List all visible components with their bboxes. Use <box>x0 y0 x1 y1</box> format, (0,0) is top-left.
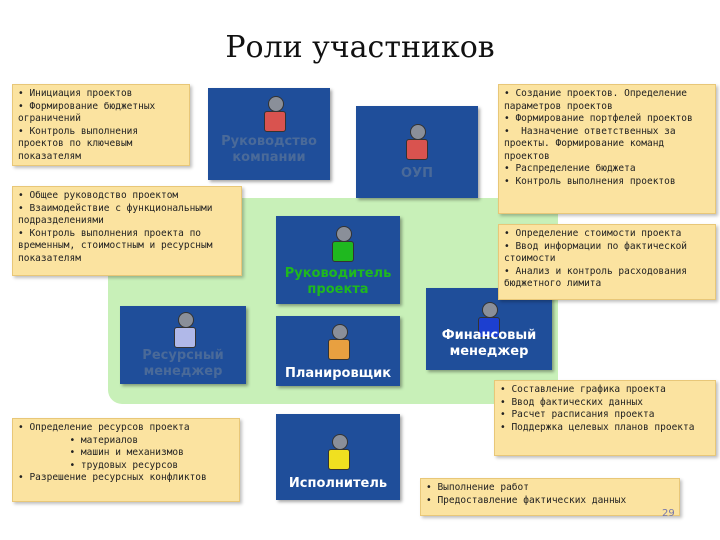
callout-project-manager: • Общее руководство проектом • Взаимодей… <box>12 186 242 276</box>
role-project-manager: Руководитель проекта <box>276 216 400 304</box>
callout-financial-manager: • Определение стоимости проекта • Ввод и… <box>498 224 716 300</box>
role-label: Планировщик <box>284 366 392 381</box>
role-color-swatch <box>264 111 286 132</box>
callout-resource-manager: • Определение ресурсов проекта • материа… <box>12 418 240 502</box>
slide-title: Роли участников <box>225 30 495 65</box>
role-label: Исполнитель <box>288 476 388 491</box>
role-label: Руководство компании <box>221 134 317 165</box>
role-label: ОУП <box>401 166 433 181</box>
role-label: Руководитель проекта <box>284 266 392 297</box>
role-pmo: ОУП <box>356 106 478 198</box>
callout-pmo: • Создание проектов. Определение парамет… <box>498 84 716 214</box>
role-company-management: Руководство компании <box>208 88 330 180</box>
callout-company-management: • Инициация проектов • Формирование бюдж… <box>12 84 190 166</box>
page-number: 29 <box>662 508 675 519</box>
role-planner: Планировщик <box>276 316 400 386</box>
role-resource-manager: Ресурсный менеджер <box>120 306 246 384</box>
role-executor: Исполнитель <box>276 414 400 500</box>
callout-executor: • Выполнение работ • Предоставление факт… <box>420 478 680 516</box>
role-label: Финансовый менеджер <box>441 328 537 359</box>
role-label: Ресурсный менеджер <box>142 348 224 379</box>
role-financial-manager: Финансовый менеджер <box>426 288 552 370</box>
callout-planner: • Составление графика проекта • Ввод фак… <box>494 380 716 456</box>
